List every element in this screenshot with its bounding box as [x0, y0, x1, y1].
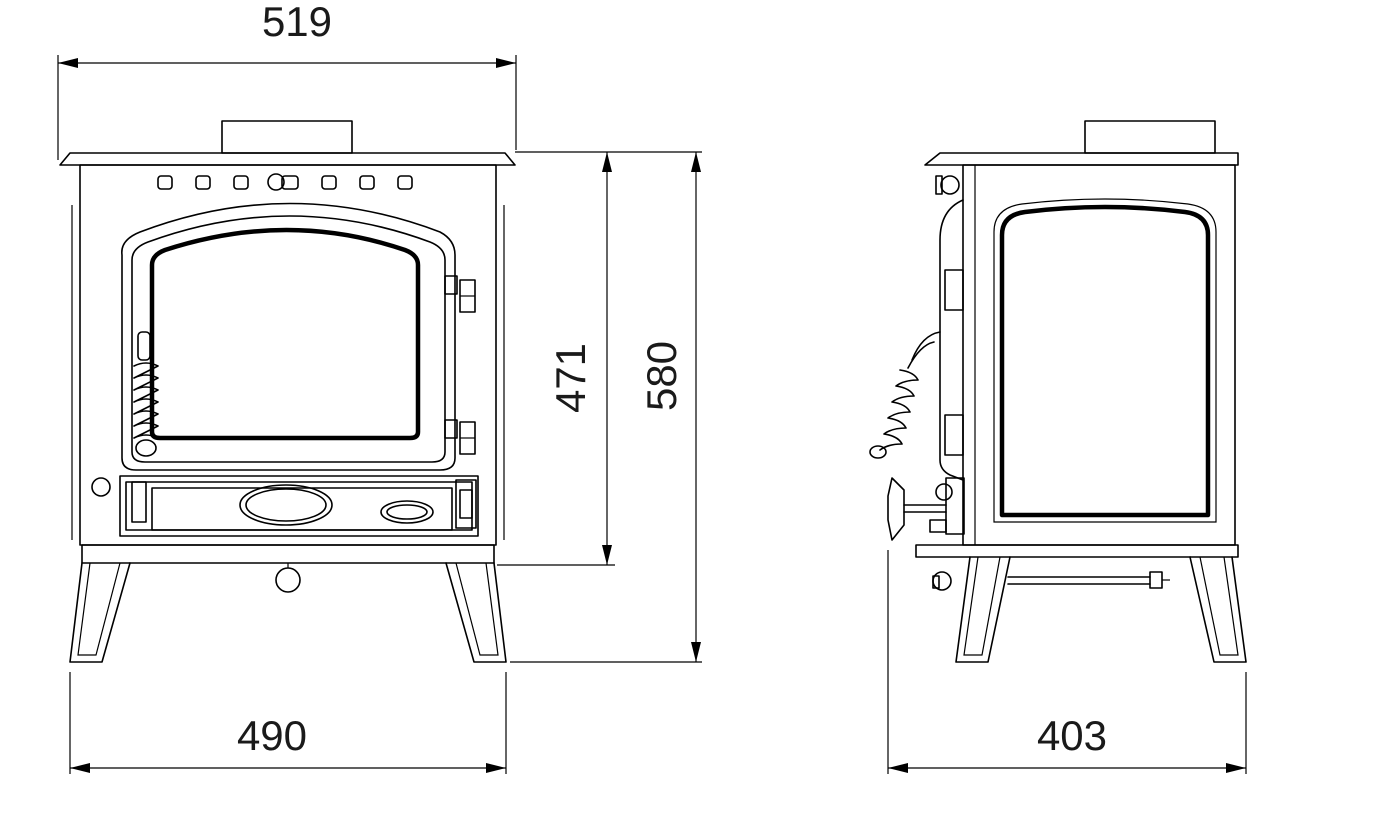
front-flue-collar	[221, 120, 353, 154]
side-door-profile	[939, 199, 964, 481]
dimension-label-519: 519	[262, 0, 332, 45]
dimension-label-490: 490	[237, 712, 307, 759]
door-glass	[149, 227, 421, 441]
front-leg-left	[69, 562, 131, 663]
side-leg-left	[955, 556, 1011, 663]
side-leg-right	[1189, 556, 1247, 663]
door-hinge-lower	[444, 419, 476, 455]
side-top-plate	[924, 152, 1239, 166]
dimension-height-body: 471	[497, 151, 615, 566]
riddler-knob	[275, 567, 301, 593]
dimension-width-legs: 490	[69, 672, 507, 774]
dimension-lines: 519 471 580 490 403	[57, 0, 1247, 774]
side-ash-door-profile	[887, 477, 965, 541]
front-base	[81, 544, 495, 564]
front-view	[59, 120, 516, 663]
front-leg-right	[445, 562, 507, 663]
side-flue-collar	[1084, 120, 1216, 154]
side-spring-handle	[869, 331, 941, 459]
side-panel-glass	[999, 204, 1211, 518]
door-spring-handle	[133, 331, 159, 457]
dimension-label-403: 403	[1037, 712, 1107, 759]
dimension-depth-side: 403	[887, 550, 1247, 774]
front-top-plate	[59, 152, 516, 166]
dimension-label-580: 580	[638, 341, 685, 411]
door-frame	[121, 202, 456, 471]
side-riddler-rod	[932, 571, 1170, 591]
ash-door	[91, 475, 479, 537]
dimension-width-front: 519	[57, 0, 517, 160]
side-base	[915, 544, 1239, 558]
dimension-label-471: 471	[547, 343, 594, 413]
side-view	[869, 120, 1247, 663]
door-hinge-upper	[444, 275, 476, 313]
dimension-height-total: 580	[510, 151, 702, 663]
air-vent-row	[157, 173, 413, 191]
